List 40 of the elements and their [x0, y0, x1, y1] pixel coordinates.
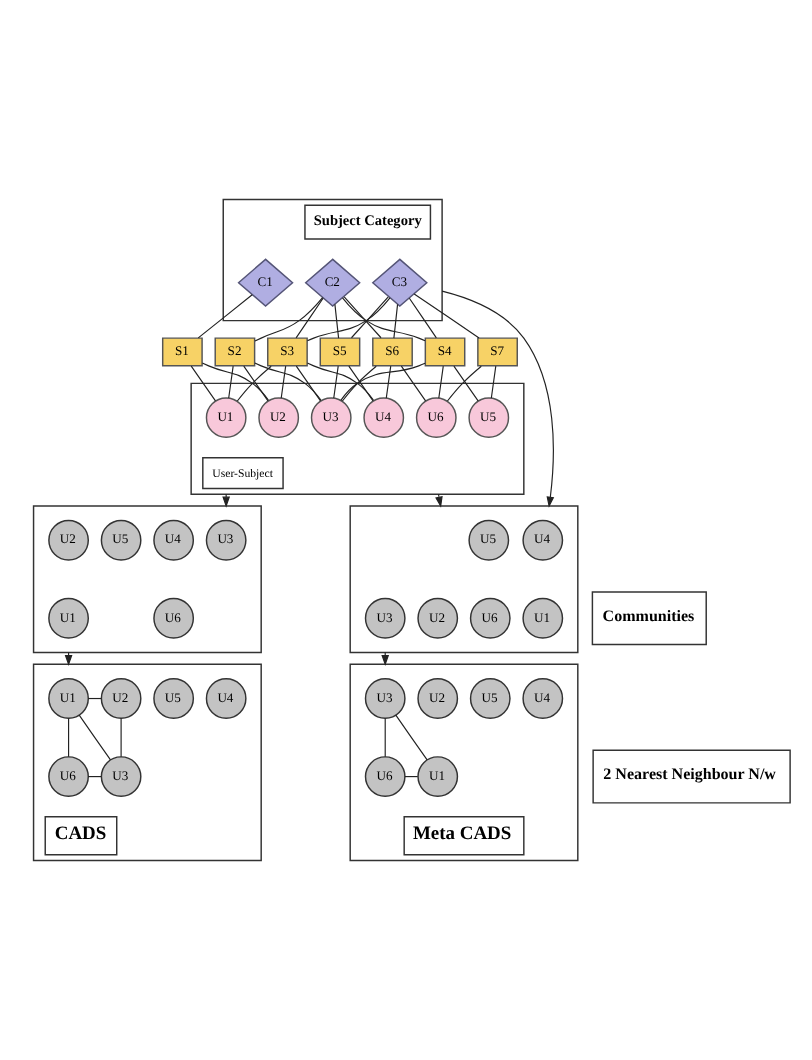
- connector: [295, 365, 322, 402]
- connector: [384, 717, 386, 758]
- connector: [334, 303, 340, 339]
- connector: [395, 714, 428, 761]
- connector: [197, 294, 253, 339]
- node-box: Communities: [591, 591, 707, 646]
- connector: [78, 714, 112, 761]
- connector: [348, 365, 374, 402]
- connector: [341, 365, 377, 402]
- arrow: [222, 493, 231, 508]
- connector: [243, 365, 269, 402]
- connector: [350, 296, 389, 339]
- connector: [280, 365, 287, 399]
- node-box: 2 Nearest Neighbour N/w: [592, 749, 791, 804]
- connector: [385, 365, 392, 399]
- connector: [201, 362, 269, 401]
- connector: [254, 296, 324, 342]
- connector: [306, 297, 391, 342]
- connector: [190, 365, 217, 402]
- connector: [228, 365, 234, 399]
- connector: [453, 365, 479, 402]
- arrow: [441, 290, 555, 508]
- connector: [446, 365, 482, 402]
- connector: [438, 365, 444, 399]
- connector: [68, 717, 70, 758]
- connector: [236, 365, 272, 402]
- connector: [254, 362, 322, 401]
- connector: [306, 362, 374, 401]
- connector: [333, 365, 339, 399]
- connector: [400, 365, 427, 402]
- connector: [341, 297, 426, 342]
- connector: [295, 297, 324, 339]
- connector: [393, 303, 399, 339]
- connector: [120, 717, 122, 758]
- connector: [343, 296, 382, 339]
- connector: [490, 365, 497, 399]
- connector: [413, 293, 480, 339]
- arrow: [435, 493, 443, 508]
- connector: [340, 362, 426, 401]
- connector: [408, 297, 437, 339]
